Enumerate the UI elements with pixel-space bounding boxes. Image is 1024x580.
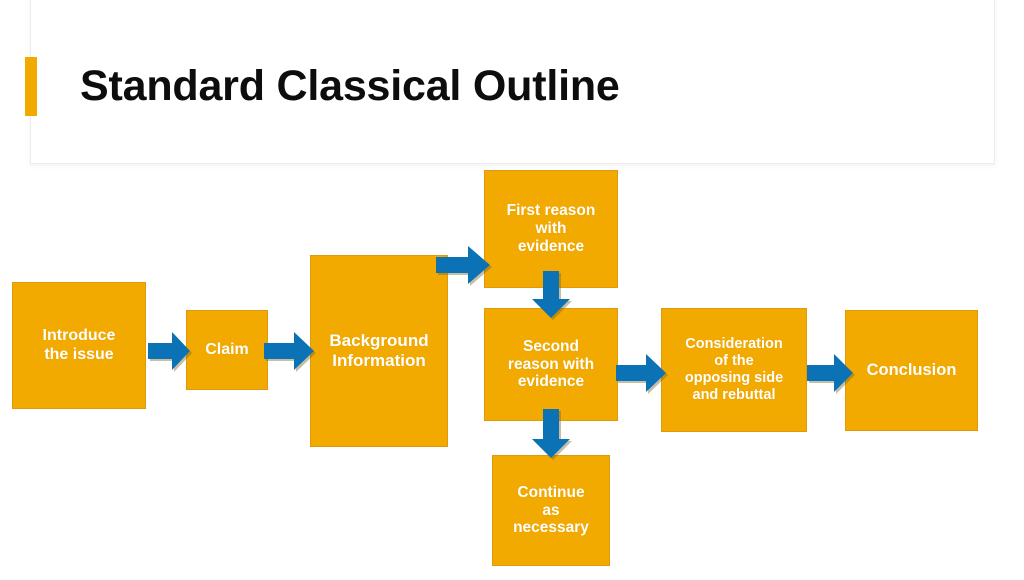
flow-box-claim-label: Claim xyxy=(205,340,249,358)
arrow-right-icon-claim-background xyxy=(262,330,316,372)
title-card xyxy=(30,0,995,164)
arrow-right-icon-second-consideration xyxy=(614,352,668,394)
arrow-right-icon-consideration-conclusion xyxy=(805,352,855,394)
flow-box-claim[interactable]: Claim xyxy=(186,310,268,390)
flow-box-conclusion[interactable]: Conclusion xyxy=(845,310,978,431)
page-title: Standard Classical Outline xyxy=(80,62,620,110)
flow-box-conclusion-label: Conclusion xyxy=(866,360,957,379)
title-accent-bar xyxy=(25,57,37,116)
arrow-right-icon-background-first xyxy=(434,244,492,286)
arrow-down-icon-first-second xyxy=(530,270,572,320)
arrow-right-icon-introduce-claim xyxy=(146,330,192,372)
arrow-down-icon-second-continue xyxy=(530,408,572,460)
